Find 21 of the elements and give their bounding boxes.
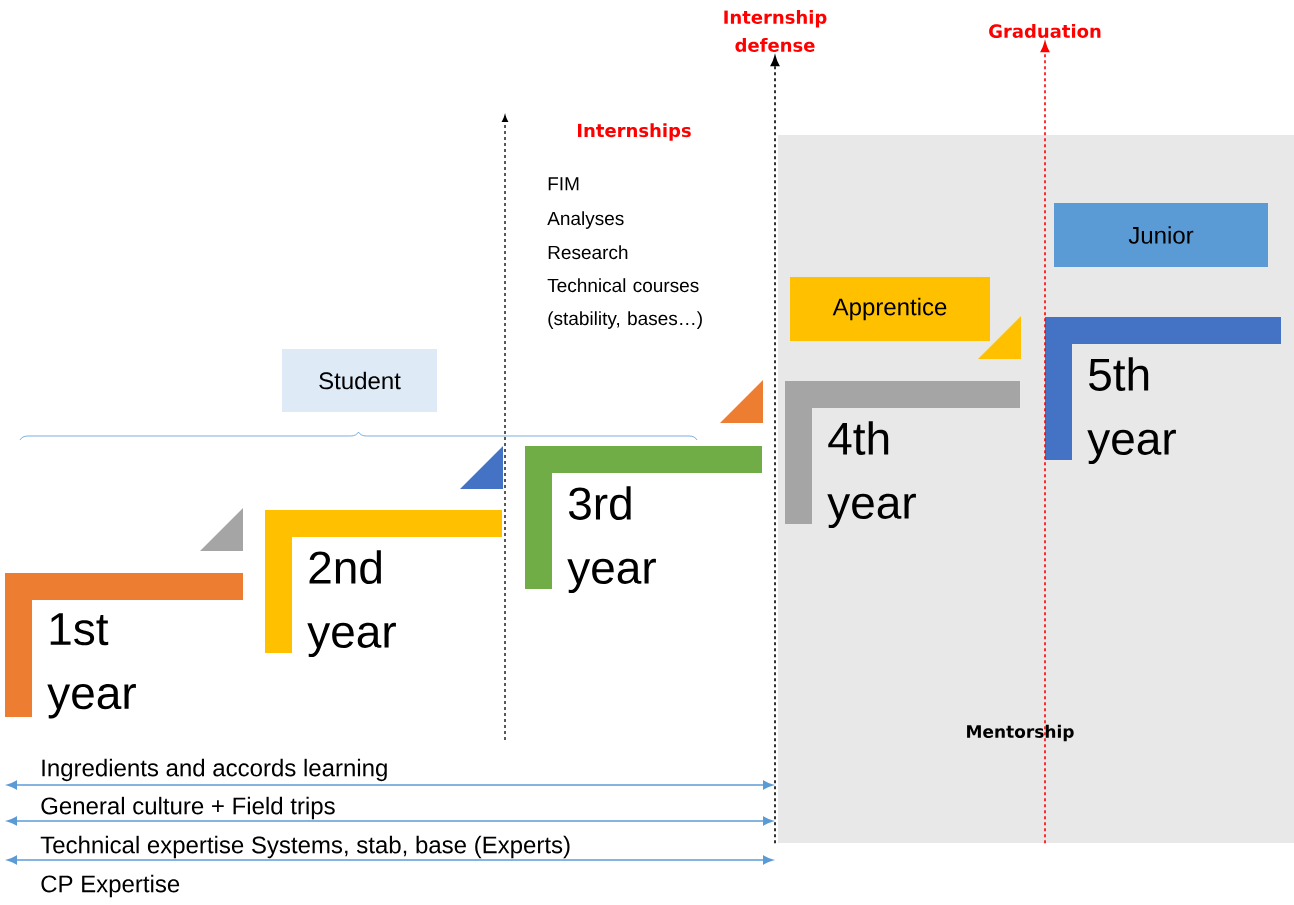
year-step: 5th year xyxy=(1045,317,1281,465)
span-label: CP Expertise xyxy=(41,874,180,898)
role-box: Student xyxy=(282,349,437,412)
year-step: 1st year xyxy=(5,573,243,719)
list-item: Research xyxy=(548,245,628,260)
milestone-label: Internships xyxy=(578,123,691,141)
list-item: FIM xyxy=(548,177,579,191)
list-item: Analyses xyxy=(547,211,624,229)
span-label: Technical expertise Systems, stab, base (Experts) xyxy=(40,835,570,859)
milestone-label: Graduation xyxy=(989,24,1101,38)
year-step: 4th year xyxy=(785,381,1020,529)
milestone-arrow xyxy=(770,55,780,844)
role-box: Junior xyxy=(1054,203,1268,267)
milestone-arrow xyxy=(1040,41,1050,844)
span-label: General culture + Field trips xyxy=(41,796,335,820)
year-step: 3rd year xyxy=(525,446,762,594)
list-item: Technical courses (stability, bases…) xyxy=(547,278,702,329)
milestone-label: Internship defense xyxy=(724,10,827,52)
role-box: Apprentice xyxy=(790,277,990,341)
span-label: Ingredients and accords learning xyxy=(42,758,387,782)
year-step: 2nd year xyxy=(265,510,502,658)
